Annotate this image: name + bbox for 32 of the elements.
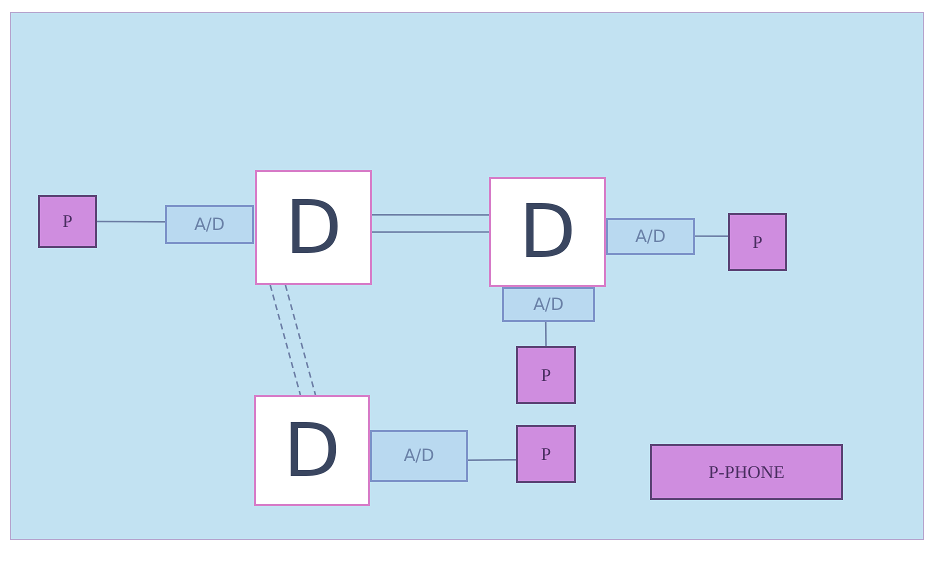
- switch-letter: D: [519, 195, 576, 269]
- dashed-link-line: [284, 284, 316, 396]
- switch-box: [254, 395, 370, 506]
- switch-box: [255, 170, 372, 285]
- phone-box: [728, 213, 787, 271]
- node-label: P: [540, 444, 551, 464]
- dashed-link-line: [269, 284, 302, 396]
- link-line: [372, 231, 489, 233]
- phone-box: [516, 425, 576, 483]
- converter-box: [165, 205, 254, 244]
- phone-box: [650, 444, 843, 500]
- link-line: [97, 220, 165, 223]
- node-label: A/D: [635, 226, 666, 246]
- converter-box: [370, 430, 468, 482]
- node-label: A/D: [533, 294, 564, 314]
- link-line: [695, 235, 728, 237]
- converter-box: [502, 287, 595, 322]
- phone-box: [38, 195, 97, 248]
- link-line: [372, 214, 489, 216]
- node-label: P-PHONE: [708, 462, 784, 482]
- switch-box: [489, 177, 606, 287]
- node-label: P: [752, 232, 762, 252]
- switch-letter: D: [285, 190, 342, 264]
- switch-letter: D: [284, 414, 340, 488]
- phone-box: [516, 346, 576, 404]
- node-label: A/D: [194, 214, 225, 234]
- converter-box: [606, 218, 695, 255]
- node-label: P: [62, 211, 72, 232]
- link-line: [468, 459, 516, 461]
- node-label: P: [540, 364, 551, 386]
- node-label: A/D: [404, 446, 434, 466]
- link-line: [544, 322, 547, 346]
